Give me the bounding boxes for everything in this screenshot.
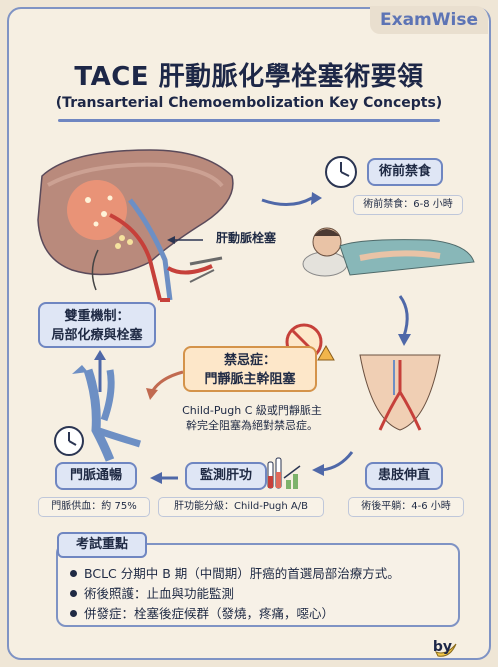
flow-arrow <box>321 451 354 472</box>
contraindication-note-line-1: Child-Pugh C 級或門靜脈主 <box>182 404 322 417</box>
step-portal-patency-title: 門脈通暢 <box>55 462 137 490</box>
banana-icon <box>434 643 457 657</box>
lab-chart-icon <box>267 457 301 489</box>
groin-illustration <box>359 354 441 431</box>
exam-points-list: BCLC 分期中 B 期（中間期）肝癌的首選局部治療方式。 術後照護：止血與功能… <box>68 564 400 624</box>
contraindication-note-line-2: 幹完全阻塞為絕對禁忌症。 <box>186 419 318 432</box>
liver-illustration <box>37 149 234 302</box>
brand-label: ExamWise <box>370 6 488 34</box>
hepatic-artery-label: 肝動脈栓塞 <box>215 231 276 245</box>
page-subtitle: (Transarterial Chemoembolization Key Con… <box>55 95 443 111</box>
step-liver-monitor-title: 監測肝功 <box>185 462 267 490</box>
contraindication-line-2: 門靜脈主幹阻塞 <box>204 372 296 387</box>
title-underline <box>58 119 440 122</box>
author-credit: by <box>432 639 452 655</box>
clock-icon <box>54 426 84 456</box>
dual-mechanism-line-1: 雙重機制： <box>64 309 130 324</box>
step-fasting-title: 術前禁食 <box>367 158 443 186</box>
contraindication-arrow <box>150 370 184 393</box>
flow-arrow <box>398 295 409 337</box>
step-limb-straight-note: 術後平躺：4-6 小時 <box>348 497 464 517</box>
step-fasting-note: 術前禁食：6-8 小時 <box>353 195 463 215</box>
exam-point: 併發症：栓塞後症候群（發燒，疼痛，噁心） <box>68 604 400 624</box>
exam-points-title: 考試重點 <box>57 532 147 558</box>
portal-vein-illustration <box>72 365 142 462</box>
step-liver-monitor-note: 肝功能分級：Child-Pugh A/B <box>158 497 324 517</box>
contraindication-note: Child-Pugh C 級或門靜脈主 幹完全阻塞為絕對禁忌症。 <box>166 403 338 433</box>
step-portal-patency-note: 門脈供血：約 75% <box>38 497 150 517</box>
page-title: TACE 肝動脈化學栓塞術要領 <box>74 62 424 92</box>
patient-illustration <box>302 227 475 277</box>
contraindication-line-1: 禁忌症： <box>223 353 276 368</box>
dual-mechanism-box: 雙重機制： 局部化療與栓塞 <box>38 302 156 348</box>
step-limb-straight-title: 患肢伸直 <box>365 462 443 490</box>
tumor-icon <box>67 180 127 240</box>
clock-icon <box>325 156 357 188</box>
contraindication-box: 禁忌症： 門靜脈主幹阻塞 <box>183 346 317 392</box>
exam-point: 術後照護：止血與功能監測 <box>68 584 400 604</box>
dual-mechanism-line-2: 局部化療與栓塞 <box>51 328 143 343</box>
flow-arrow <box>261 196 313 206</box>
exam-point: BCLC 分期中 B 期（中間期）肝癌的首選局部治療方式。 <box>68 564 400 584</box>
